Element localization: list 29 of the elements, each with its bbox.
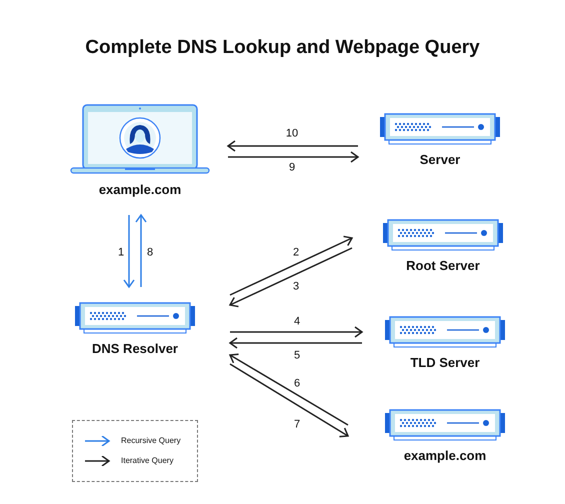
- edge-label: 6: [292, 378, 302, 390]
- arrow: [123, 215, 135, 288]
- edge-label: 4: [292, 316, 302, 328]
- arrow: [135, 214, 147, 287]
- node-label: TLD Server: [410, 355, 480, 372]
- arrow: [229, 337, 362, 349]
- legend-label: Recursive Query: [121, 435, 181, 447]
- edge-label: 10: [284, 128, 300, 140]
- arrow: [230, 236, 353, 296]
- node-label: Server: [420, 152, 460, 168]
- arrow: [227, 140, 358, 152]
- node-label: DNS Resolver: [92, 341, 178, 358]
- edge-label: 7: [292, 420, 302, 430]
- edge-label: 9: [288, 162, 296, 174]
- node-label: example.com: [404, 448, 486, 464]
- edge-label: 5: [292, 350, 302, 362]
- arrow: [230, 326, 363, 338]
- edge-label: 3: [292, 282, 300, 292]
- node-label: Root Server: [406, 258, 480, 274]
- arrow: [229, 247, 352, 308]
- edge-label: 8: [146, 248, 154, 258]
- diagram-title: Complete DNS Lookup and Webpage Query: [84, 36, 481, 60]
- arrow: [228, 151, 359, 163]
- edge-label: 1: [116, 248, 126, 258]
- arrow: [229, 354, 348, 426]
- edge-label: 2: [292, 248, 300, 258]
- node-label: example.com: [98, 182, 182, 198]
- arrow: [230, 363, 349, 438]
- legend-label: Iterative Query: [121, 455, 174, 467]
